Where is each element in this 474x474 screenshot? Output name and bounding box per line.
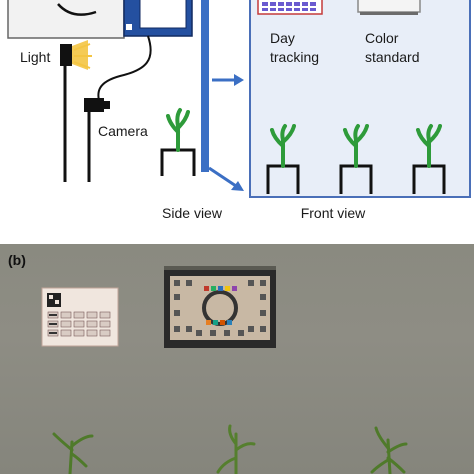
front-view-label: Front view: [300, 205, 366, 221]
side-view-label: Side view: [162, 205, 222, 221]
panel-b-photo: (b): [0, 244, 474, 474]
arrow-front-lower: [208, 166, 237, 188]
color-standard-card: [357, 0, 421, 13]
front-plant-2: [343, 124, 369, 168]
front-view-box: [249, 0, 471, 198]
camera-icon: [84, 98, 104, 112]
arrow-head-upper: [234, 74, 244, 86]
side-view-plant: [166, 108, 190, 152]
schematic-drawing: [7, 0, 471, 198]
light-icon: [60, 44, 72, 66]
camera-cable: [97, 35, 152, 105]
separator-bar: [201, 0, 209, 172]
front-plant-3: [416, 124, 442, 168]
light-label: Light: [20, 49, 51, 65]
photo-illustration: [41, 266, 408, 474]
photo-plant-3: [370, 426, 408, 474]
day-tracking-label-line1: Day: [270, 30, 295, 46]
computer-screen: [139, 0, 187, 29]
rig-frame: [7, 0, 125, 39]
color-standard-label-line1: Color: [365, 30, 399, 46]
arrow-head-lower: [231, 181, 244, 191]
computer-port: [126, 24, 132, 30]
color-standard-label-line2: standard: [365, 49, 420, 65]
day-tracking-label-line2: tracking: [270, 49, 320, 65]
front-plant-1: [270, 124, 296, 168]
camera-label: Camera: [98, 123, 148, 139]
panel-a-schematic: Light Camera Side view Front view Day tr…: [7, 0, 471, 221]
photo-plant-1: [52, 432, 94, 474]
photo-plant-2: [216, 424, 256, 474]
panel-b-label: (b): [8, 252, 26, 268]
side-view-pot: [160, 148, 196, 176]
rig-cable-arc: [57, 3, 97, 16]
